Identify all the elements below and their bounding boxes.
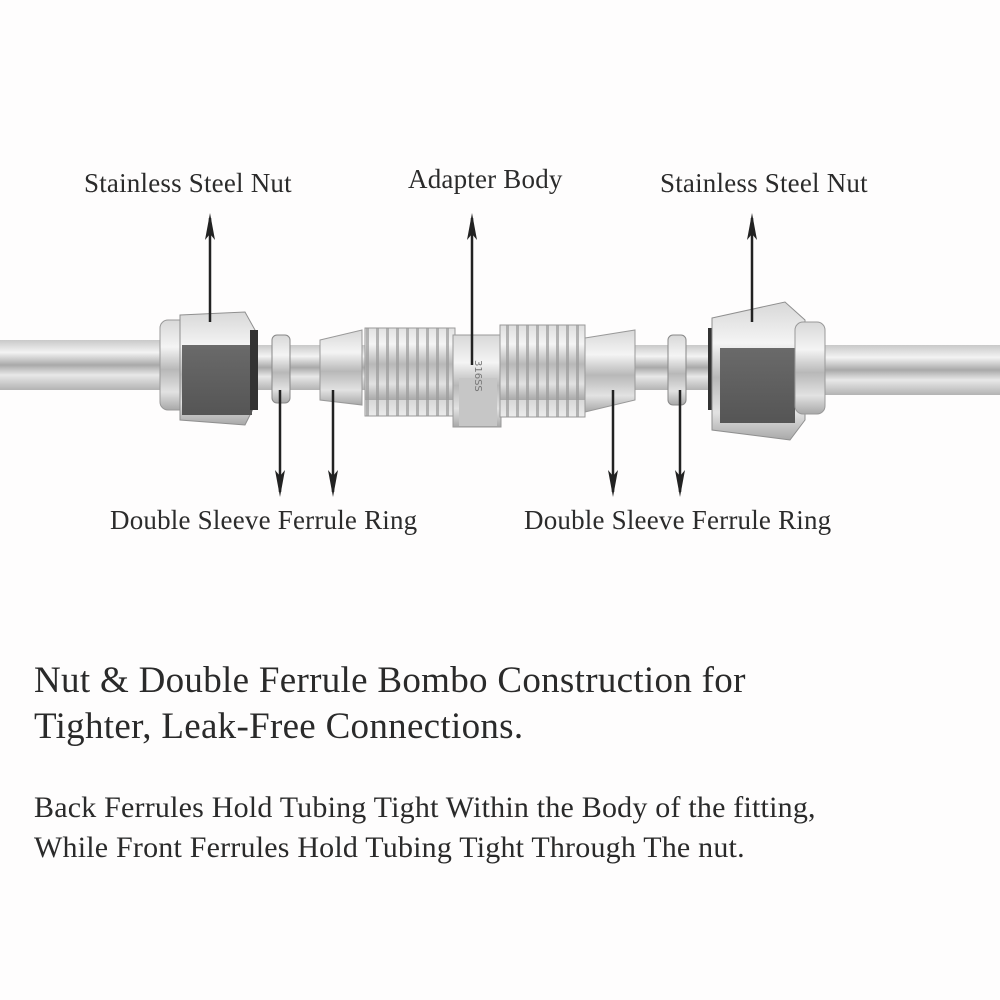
label-right-nut: Stainless Steel Nut — [660, 168, 868, 198]
arrow-right-front-ferrule — [608, 390, 618, 497]
headline-line-1: Nut & Double Ferrule Bombo Construction … — [34, 660, 746, 701]
description-line-2: While Front Ferrules Hold Tubing Tight T… — [34, 831, 745, 864]
label-right-ferrule: Double Sleeve Ferrule Ring — [524, 505, 832, 535]
adapter-marking: 316SS — [472, 360, 483, 392]
headline-line-2: Tighter, Leak-Free Connections. — [34, 706, 524, 747]
description-line-1: Back Ferrules Hold Tubing Tight Within t… — [34, 791, 816, 824]
description: Back Ferrules Hold Tubing Tight Within t… — [34, 788, 816, 868]
arrow-left-back-ferrule — [275, 390, 285, 497]
arrow-right-nut — [747, 213, 757, 322]
arrow-left-nut — [205, 213, 215, 322]
right-front-ferrule — [584, 329, 636, 413]
compression-fitting-illustration: 316SS — [0, 213, 1000, 497]
right-nut — [708, 301, 826, 441]
label-left-nut: Stainless Steel Nut — [84, 168, 292, 198]
label-left-ferrule: Double Sleeve Ferrule Ring — [110, 505, 418, 535]
left-nut — [159, 311, 258, 426]
label-adapter-body: Adapter Body — [408, 164, 563, 194]
right-back-ferrule — [667, 334, 687, 406]
arrow-adapter-body — [467, 213, 477, 365]
right-tube — [800, 345, 1000, 395]
headline: Nut & Double Ferrule Bombo Construction … — [34, 658, 746, 750]
arrow-left-front-ferrule — [328, 390, 338, 497]
adapter-body: 316SS — [364, 324, 586, 428]
arrow-right-back-ferrule — [675, 390, 685, 497]
left-front-ferrule — [319, 329, 363, 406]
